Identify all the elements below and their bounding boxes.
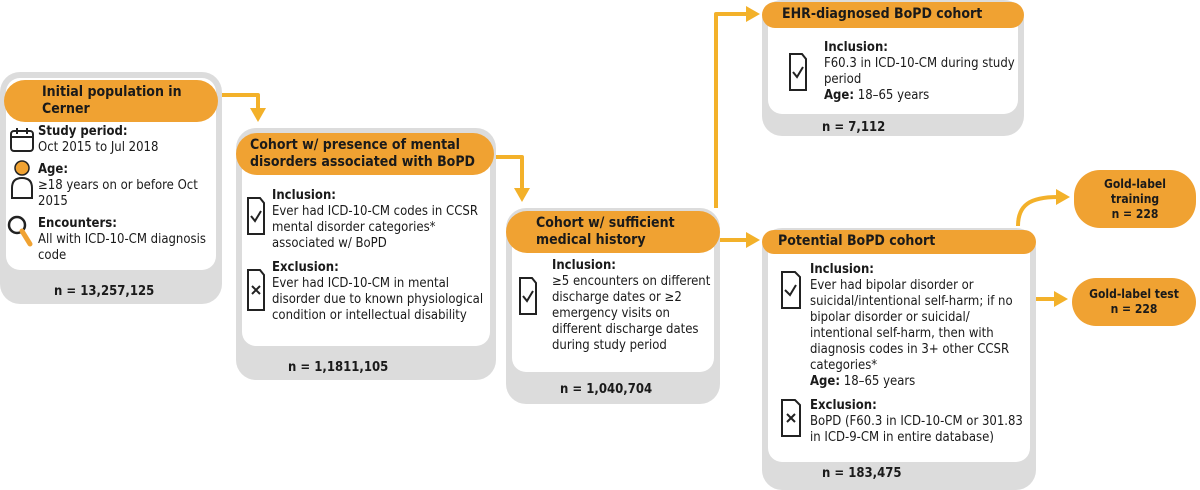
potential-inclusion-label: Inclusion: [810, 262, 874, 277]
cross-document-icon [247, 269, 265, 311]
mental-inclusion-label: Inclusion: [272, 188, 336, 203]
mental-exclusion-text: Ever had ICD-10-CM in mental disorder du… [272, 276, 484, 323]
potential-cohort-card [762, 228, 1036, 490]
mental-count: n = 1,1811,105 [288, 360, 389, 375]
potential-count: n = 183,475 [822, 466, 902, 481]
check-document-icon [781, 271, 801, 309]
encounters-block: Encounters: All with ICD-10-CM diagnosis… [38, 216, 218, 264]
arrow-initial-to-mental [222, 93, 260, 110]
arrowhead [746, 6, 760, 22]
arrowhead [1056, 189, 1070, 205]
mental-inclusion-text: Ever had ICD-10-CM codes in CCSR mental … [272, 204, 478, 251]
potential-inclusion-text: Ever had bipolar disorder or suicidal/in… [810, 278, 1013, 373]
study-period-value: Oct 2015 to Jul 2018 [38, 140, 159, 155]
encounters-value: All with ICD-10-CM diagnosis code [38, 232, 206, 263]
arrowhead [514, 188, 530, 202]
encounters-label: Encounters: [38, 216, 117, 231]
ehr-age-line: Age: 18–65 years [824, 88, 1016, 104]
mental-inclusion-block: Inclusion: Ever had ICD-10-CM codes in C… [272, 188, 484, 252]
arrow-sufficient-to-ehr [714, 12, 748, 208]
sufficient-inclusion-block: Inclusion: ≥5 encounters on different di… [552, 258, 712, 354]
potential-age-line: Age: 18–65 years [810, 374, 1026, 390]
gold-test-count: n = 228 [1110, 302, 1158, 316]
sufficient-inclusion-text: ≥5 encounters on different discharge dat… [552, 274, 711, 353]
sufficient-inclusion-label: Inclusion: [552, 258, 616, 273]
gold-training-title: Gold-label training [1104, 176, 1166, 206]
check-document-icon [519, 277, 537, 315]
gold-test-title: Gold-label test [1089, 287, 1179, 301]
arrowhead [250, 108, 266, 122]
initial-count: n = 13,257,125 [54, 284, 155, 299]
magnifier-icon [7, 215, 33, 247]
mental-exclusion-label: Exclusion: [272, 260, 339, 275]
calendar-icon [10, 128, 34, 152]
sufficient-count: n = 1,040,704 [560, 382, 653, 397]
arrowhead [746, 232, 760, 248]
arrowhead [1054, 291, 1068, 307]
age-label: Age: [38, 162, 69, 177]
potential-exclusion-text: BoPD (F60.3 in ICD-10-CM or 301.83 in IC… [810, 414, 1023, 445]
ehr-inclusion-block: Inclusion: F60.3 in ICD-10-CM during stu… [824, 40, 1016, 104]
ehr-inclusion-label: Inclusion: [824, 40, 888, 55]
arrow-mental-to-sufficient [495, 155, 524, 190]
potential-age-label: Age: [810, 374, 841, 389]
mental-disorders-title: Cohort w/ presence of mental disorders a… [236, 133, 494, 175]
arrow-potential-to-training [1016, 195, 1059, 227]
mental-exclusion-block: Exclusion: Ever had ICD-10-CM in mental … [272, 260, 484, 324]
ehr-inclusion-text: F60.3 in ICD-10-CM during study period [824, 56, 1015, 87]
sufficient-history-title: Cohort w/ sufficient medical history [506, 211, 720, 253]
age-block: Age: ≥18 years on or before Oct 2015 [38, 162, 218, 210]
initial-population-title: Initial population in Cerner [4, 80, 218, 122]
gold-training-count: n = 228 [1111, 206, 1159, 221]
person-icon [11, 160, 33, 199]
ehr-age-value: 18–65 years [857, 88, 930, 103]
check-document-icon [789, 53, 807, 91]
study-period-block: Study period: Oct 2015 to Jul 2018 [38, 124, 216, 156]
potential-cohort-title: Potential BoPD cohort [762, 230, 1036, 254]
gold-training-pill: Gold-label training n = 228 [1074, 170, 1196, 228]
ehr-count: n = 7,112 [822, 120, 886, 135]
ehr-age-label: Age: [824, 88, 855, 103]
study-period-label: Study period: [38, 124, 128, 139]
cross-document-icon [781, 399, 801, 437]
potential-age-value: 18–65 years [843, 374, 916, 389]
ehr-cohort-title: EHR-diagnosed BoPD cohort [762, 2, 1024, 28]
potential-exclusion-label: Exclusion: [810, 398, 877, 413]
check-document-icon [247, 197, 265, 235]
age-value: ≥18 years on or before Oct 2015 [38, 178, 198, 209]
gold-test-pill: Gold-label test n = 228 [1072, 278, 1196, 326]
potential-inclusion-block: Inclusion: Ever had bipolar disorder or … [810, 262, 1026, 390]
potential-exclusion-block: Exclusion: BoPD (F60.3 in ICD-10-CM or 3… [810, 398, 1026, 446]
potential-cohort-body [768, 230, 1030, 462]
